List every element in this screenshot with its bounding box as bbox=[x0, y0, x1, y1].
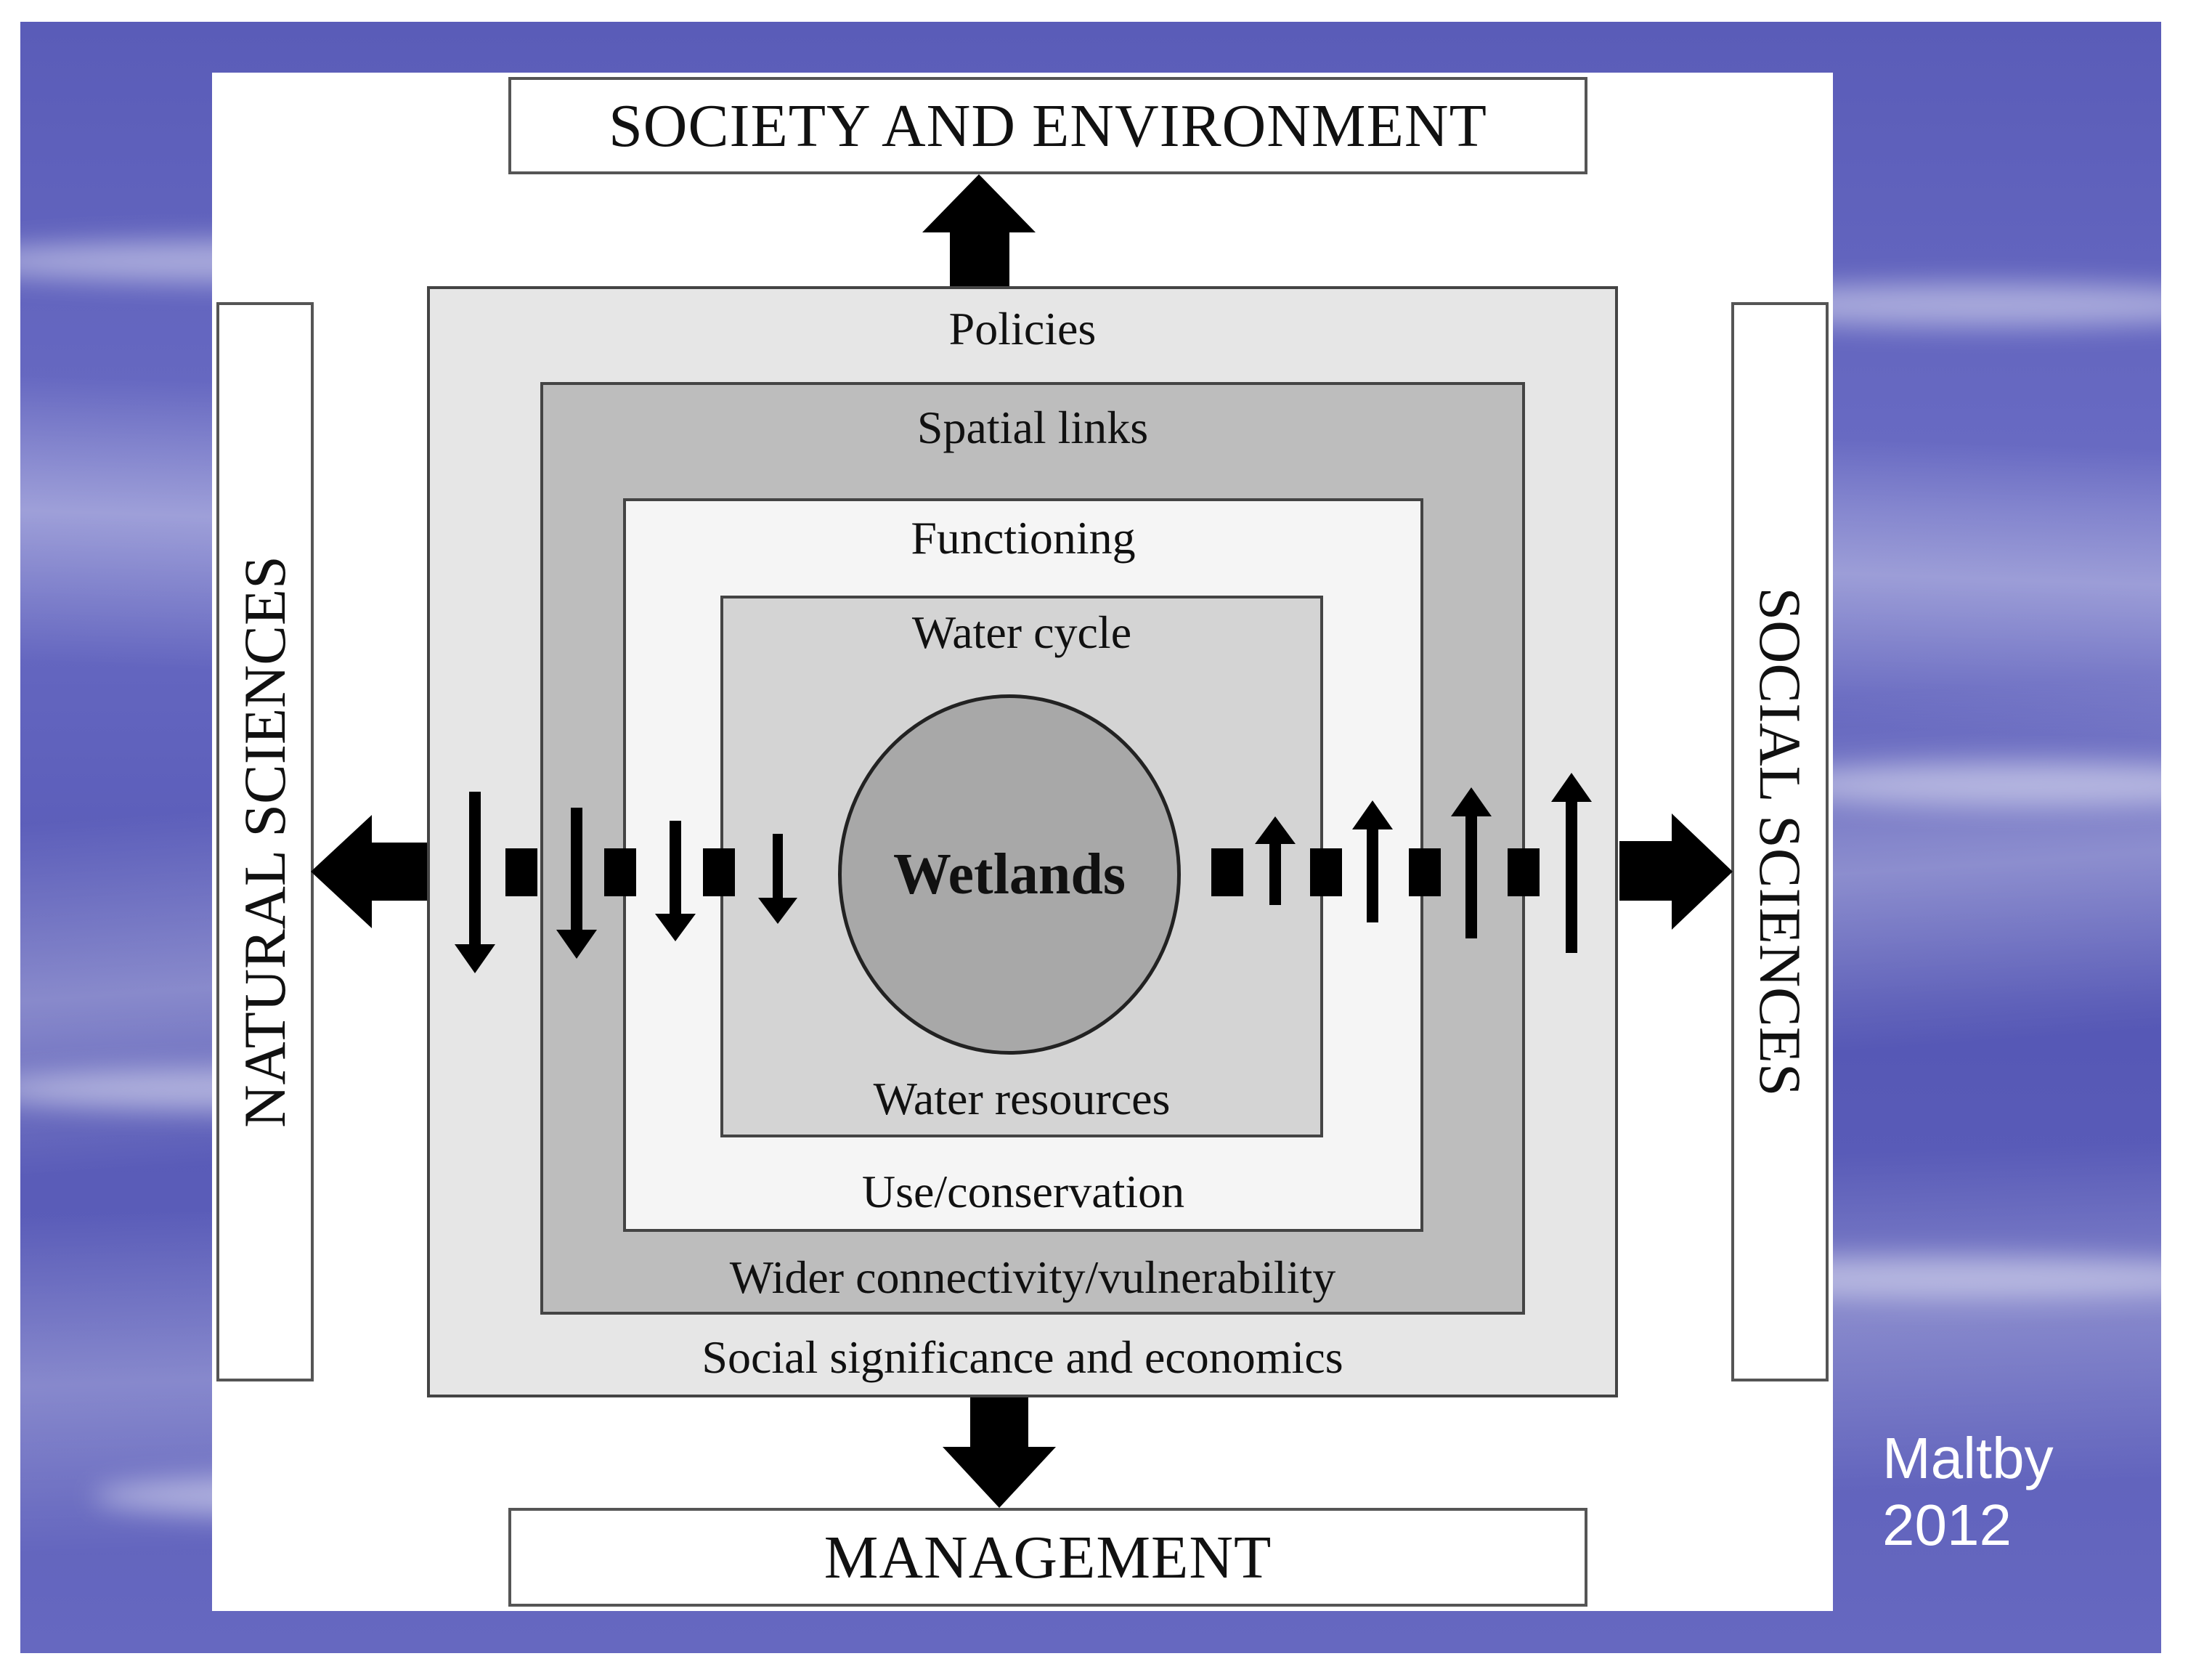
policies-label: Policies bbox=[948, 303, 1097, 354]
inner-arrows-layer bbox=[455, 773, 1592, 973]
spatial-links-label: Spatial links bbox=[916, 402, 1149, 453]
natural-sciences-box: NATURAL SCIENCES bbox=[216, 302, 314, 1381]
water-cycle-label: Water cycle bbox=[911, 606, 1132, 658]
wetlands-circle: Wetlands bbox=[838, 694, 1181, 1055]
left-arrow-icon bbox=[311, 815, 430, 928]
use-conservation-label: Use/conservation bbox=[861, 1166, 1185, 1217]
social-sciences-box: SOCIAL SCIENCES bbox=[1731, 302, 1829, 1381]
wetlands-diagram: SOCIETY AND ENVIRONMENT MANAGEMENT NATUR… bbox=[212, 73, 1833, 1611]
down-arrow-icon bbox=[943, 1395, 1056, 1508]
social-significance-label: Social significance and economics bbox=[702, 1331, 1343, 1383]
right-arrow-icon bbox=[1619, 813, 1733, 930]
arrows-layer bbox=[311, 174, 1733, 1508]
management-box: MANAGEMENT bbox=[508, 1508, 1587, 1607]
up-arrow-icon bbox=[922, 174, 1036, 291]
society-environment-label: SOCIETY AND ENVIRONMENT bbox=[609, 92, 1487, 160]
attribution-author: Maltby bbox=[1882, 1426, 2054, 1490]
wetlands-label: Wetlands bbox=[892, 842, 1126, 906]
wider-connectivity-label: Wider connectivity/vulnerability bbox=[729, 1251, 1336, 1303]
attribution: Maltby 2012 bbox=[1882, 1425, 2054, 1559]
attribution-year: 2012 bbox=[1882, 1493, 2012, 1557]
functioning-label: Functioning bbox=[911, 512, 1136, 564]
management-label: MANAGEMENT bbox=[824, 1523, 1272, 1591]
society-environment-box: SOCIETY AND ENVIRONMENT bbox=[508, 77, 1587, 174]
water-resources-label: Water resources bbox=[873, 1073, 1171, 1124]
